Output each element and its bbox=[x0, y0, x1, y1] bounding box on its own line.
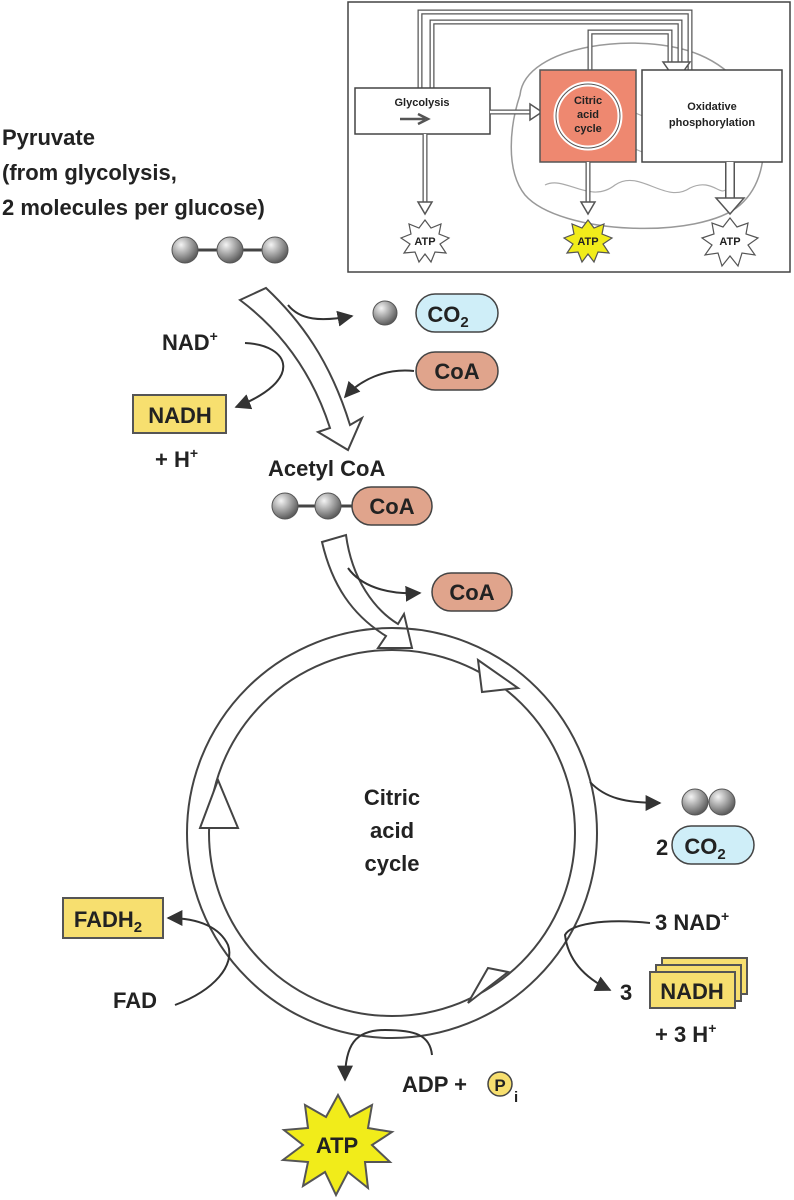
inset-overview: Glycolysis Citric acid cycle Oxidative p… bbox=[347, 1, 791, 273]
fadh2-box bbox=[62, 897, 164, 939]
ring-arrowhead-bottom-right bbox=[467, 966, 511, 1004]
pyruvate-line2: (from glycolysis, bbox=[2, 160, 177, 185]
atp-bottom-star-icon bbox=[280, 1092, 395, 1198]
co2-right-coef: 2 bbox=[656, 835, 668, 860]
ring-arrowhead-left bbox=[198, 777, 240, 829]
nadh-top-box bbox=[132, 394, 227, 434]
phosphate-sub: i bbox=[514, 1089, 518, 1106]
oxphos-line2: phosphorylation bbox=[669, 117, 755, 129]
pyruvate-carbon-3 bbox=[261, 236, 289, 264]
coa-in-pill bbox=[415, 351, 499, 391]
co2-release-arrow bbox=[287, 304, 354, 327]
co2-carbon-right-2 bbox=[708, 788, 736, 816]
pyruvate-block: Pyruvate (from glycolysis, 2 molecules p… bbox=[2, 125, 289, 264]
pyruvate-carbon-1 bbox=[171, 236, 199, 264]
nadh3-label: NADH bbox=[660, 979, 724, 1004]
nad-to-nadh-arrow bbox=[234, 342, 285, 410]
citric-cycle-ring bbox=[186, 627, 598, 1039]
acetyl-to-cycle-arrow bbox=[320, 533, 414, 649]
phosphate-icon bbox=[487, 1071, 513, 1097]
inset-atp-mid: ATP bbox=[577, 236, 598, 248]
cycle-label-line3: cycle bbox=[364, 851, 419, 876]
acetyl-coa-pill-label: CoA bbox=[369, 494, 414, 519]
mitochondrion-outline bbox=[510, 42, 765, 230]
oxphos-line1: Oxidative bbox=[687, 101, 737, 113]
nadh-top-label: NADH bbox=[148, 403, 212, 428]
co2-carbon-right-1 bbox=[681, 788, 709, 816]
atp-bottom-label: ATP bbox=[316, 1133, 358, 1158]
inset-atp-right: ATP bbox=[719, 236, 740, 248]
pyruvate-line3: 2 molecules per glucose) bbox=[2, 195, 265, 220]
co2-carbon-top bbox=[372, 300, 398, 326]
coa-in-arrow bbox=[343, 369, 415, 399]
nad3-label: 3 NAD+ bbox=[655, 908, 729, 935]
glycolysis-arrow-icon bbox=[400, 112, 431, 126]
acetyl-coa-pill bbox=[351, 486, 433, 526]
coa-out-arrow bbox=[347, 567, 422, 602]
pyruvate-line1: Pyruvate bbox=[2, 125, 95, 150]
co2-pill-right bbox=[671, 825, 755, 865]
inset-atp-mid-icon bbox=[562, 219, 614, 264]
fad-label: FAD bbox=[113, 988, 157, 1013]
co2-right-label: CO2 bbox=[684, 834, 725, 863]
acetyl-coa-label: Acetyl CoA bbox=[268, 456, 385, 481]
acetyl-carbon-1 bbox=[271, 492, 299, 520]
pyruvate-carbon-2 bbox=[216, 236, 244, 264]
coa-in-label: CoA bbox=[434, 359, 479, 384]
nad-plus-label: NAD+ bbox=[162, 328, 218, 355]
nadh3-box bbox=[649, 971, 736, 1009]
adp-label: ADP + bbox=[402, 1072, 467, 1097]
nad3-to-nadh3-arrow bbox=[563, 920, 651, 991]
inset-citric-line3: cycle bbox=[574, 123, 602, 135]
nadh3-coef: 3 bbox=[620, 980, 632, 1005]
fad-to-fadh2-arrow bbox=[166, 910, 231, 1006]
h3-label: + 3 H+ bbox=[655, 1020, 716, 1047]
coa-out-label: CoA bbox=[449, 580, 494, 605]
adp-to-atp-arrow bbox=[337, 1028, 433, 1082]
inset-citric-line1: Citric bbox=[574, 95, 602, 107]
inset-atp-left: ATP bbox=[414, 236, 435, 248]
pyruvate-to-acetyl-arrow bbox=[238, 286, 365, 452]
co2-top-label: CO2 bbox=[427, 302, 468, 331]
glycolysis-box bbox=[354, 87, 491, 135]
fadh2-label: FADH2 bbox=[74, 907, 142, 936]
acetyl-carbon-2 bbox=[314, 492, 342, 520]
cycle-label-line1: Citric bbox=[364, 785, 420, 810]
coa-out-pill bbox=[431, 572, 513, 612]
ring-arrowhead-top-right bbox=[476, 657, 521, 694]
oxphos-box bbox=[641, 69, 783, 163]
co2-pill-top bbox=[415, 293, 499, 333]
phosphate-label: P bbox=[494, 1076, 505, 1095]
h-plus-label: + H+ bbox=[155, 445, 198, 472]
cycle-label-line2: acid bbox=[370, 818, 414, 843]
inset-atp-left-icon bbox=[399, 219, 451, 264]
glycolysis-label: Glycolysis bbox=[394, 97, 449, 109]
inset-citric-line2: acid bbox=[577, 109, 599, 121]
co2-right-arrow bbox=[589, 781, 662, 811]
inset-atp-right-icon bbox=[700, 217, 760, 268]
